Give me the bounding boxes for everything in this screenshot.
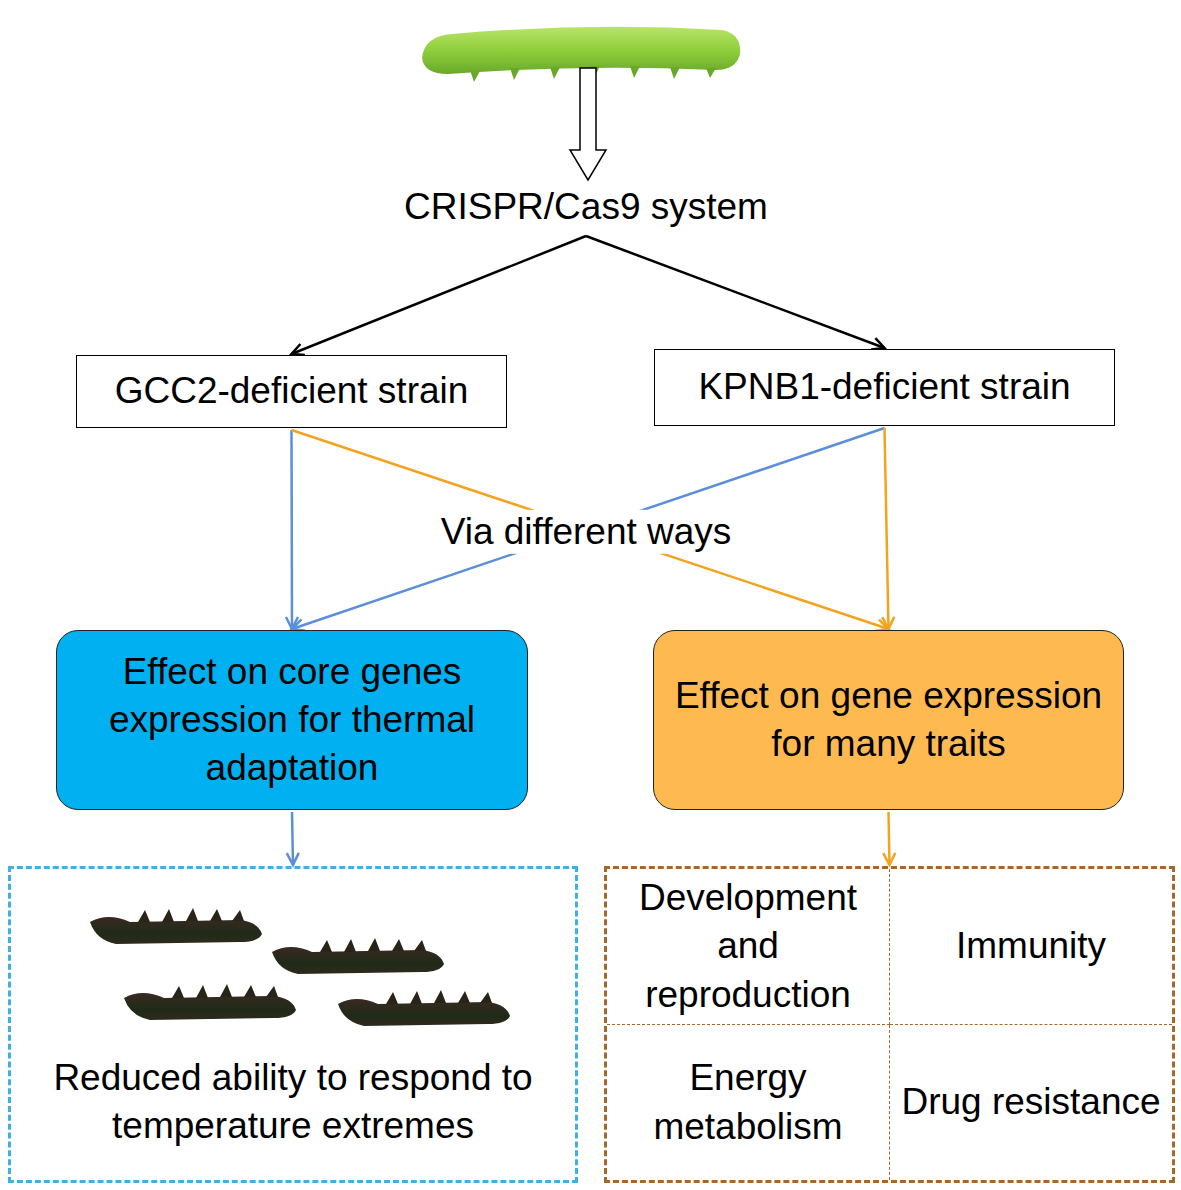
node-text: Reduced ability to respond to temperatur…	[17, 1054, 569, 1150]
trait-cell: Immunity	[890, 869, 1172, 1025]
connector-arrow	[292, 812, 293, 865]
node-text: GCC2-deficient strain	[115, 367, 469, 415]
connector-arrow	[885, 428, 889, 629]
node-text: Effect on core genes expression for ther…	[67, 648, 517, 792]
annotation-label: Via different ways	[437, 510, 736, 554]
method-label: CRISPR/Cas9 system	[380, 180, 792, 234]
strain-box: KPNB1-deficient strain	[654, 349, 1115, 426]
dark-caterpillars	[90, 908, 510, 1026]
trait-panel: Development and reproduction ImmunityEner…	[604, 866, 1175, 1183]
node-text: Drug resistance	[901, 1078, 1160, 1126]
trait-cell: Drug resistance	[890, 1025, 1172, 1180]
node-text: Energy metabolism	[611, 1054, 885, 1150]
strain-box: GCC2-deficient strain	[76, 355, 507, 428]
node-text: KPNB1-deficient strain	[698, 363, 1070, 411]
connector-arrow	[586, 236, 885, 348]
connector-arrow	[290, 430, 293, 629]
trait-cell: Energy metabolism	[607, 1025, 890, 1180]
connector-arrow	[889, 812, 890, 865]
connector-arrow	[292, 236, 587, 354]
effect-box: Effect on gene expression for many trait…	[653, 630, 1124, 810]
connector-arrow	[292, 428, 885, 629]
hollow-arrow	[570, 68, 606, 180]
node-text: CRISPR/Cas9 system	[404, 183, 768, 231]
effect-box: Effect on core genes expression for ther…	[56, 630, 528, 810]
node-text: Effect on gene expression for many trait…	[664, 672, 1113, 768]
node-text: Immunity	[956, 922, 1106, 970]
trait-cell: Development and reproduction	[607, 869, 890, 1025]
outcome-panel: Reduced ability to respond to temperatur…	[8, 866, 578, 1183]
node-text: Development and reproduction	[611, 874, 885, 1018]
